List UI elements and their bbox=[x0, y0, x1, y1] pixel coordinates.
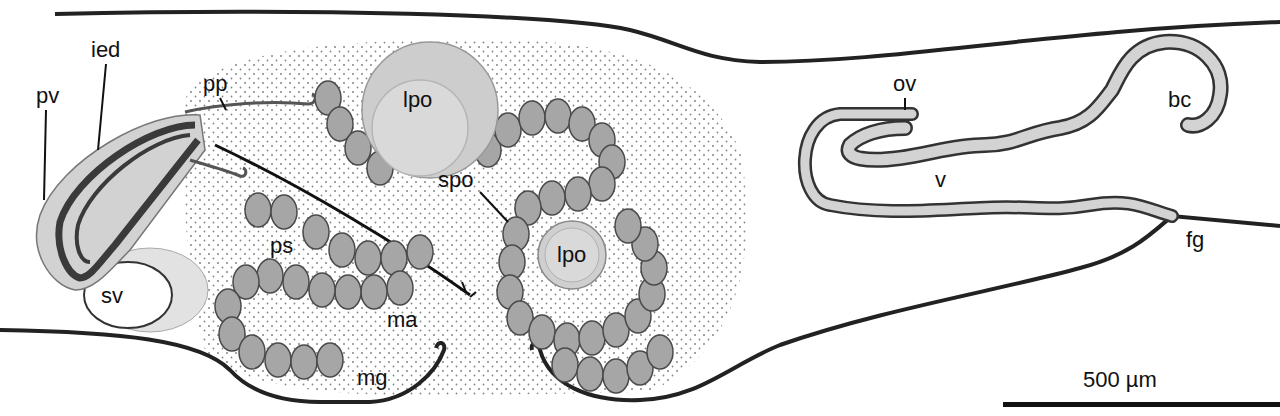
part-label: fg bbox=[1186, 229, 1204, 251]
part-label: lpo bbox=[557, 244, 586, 266]
part-label: pp bbox=[203, 73, 227, 95]
part-label: ov bbox=[893, 73, 916, 95]
part-label: ps bbox=[270, 235, 293, 257]
scale-label: 500 µm bbox=[1083, 369, 1157, 391]
part-label: sv bbox=[101, 285, 123, 307]
part-label: pv bbox=[36, 85, 59, 107]
part-label: lpo bbox=[403, 89, 432, 111]
part-label: spo bbox=[438, 169, 473, 191]
part-label: bc bbox=[1168, 89, 1191, 111]
part-label: ma bbox=[387, 309, 418, 331]
part-label: ied bbox=[91, 39, 120, 61]
part-label: mg bbox=[357, 367, 388, 389]
part-label: v bbox=[935, 169, 946, 191]
